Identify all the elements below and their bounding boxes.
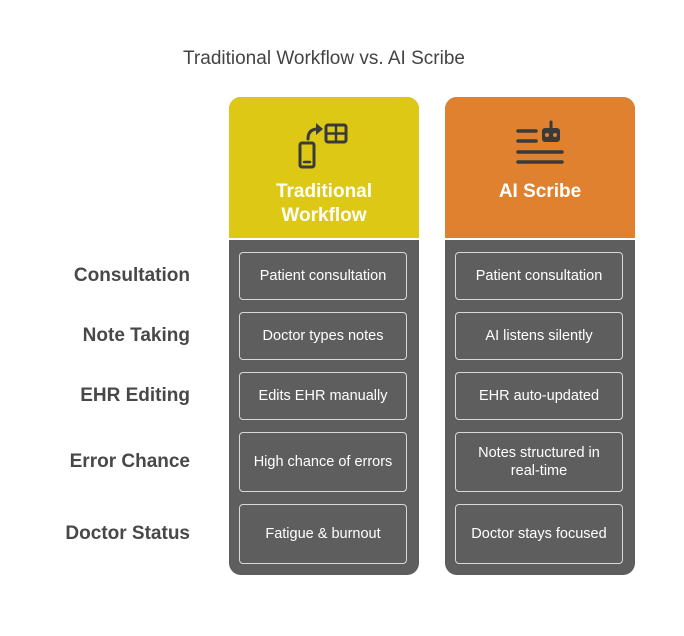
column-traditional-workflow: Traditional Workflow Patient consultatio…: [229, 97, 419, 575]
robot-notes-icon: [516, 120, 564, 164]
cell-traditional-error-chance: High chance of errors: [239, 432, 407, 492]
column-title-traditional-line1: Traditional: [275, 181, 373, 202]
cell-ai-ehr-editing: EHR auto-updated: [455, 372, 623, 420]
cell-ai-error-chance: Notes structured in real-time: [455, 432, 623, 492]
row-label-note-taking: Note Taking: [82, 325, 190, 346]
row-label-error-chance: Error Chance: [69, 451, 190, 472]
row-label-consultation: Consultation: [73, 265, 190, 286]
column-title-ai-scribe: AI Scribe: [498, 181, 582, 202]
diagram-title: Traditional Workflow vs. AI Scribe: [183, 48, 465, 69]
phone-to-table-icon: [298, 123, 348, 169]
cell-traditional-doctor-status: Fatigue & burnout: [239, 504, 407, 564]
column-ai-scribe: AI Scribe Patient consultation AI listen…: [445, 97, 635, 575]
cell-traditional-consultation: Patient consultation: [239, 252, 407, 300]
column-header-ai-scribe: AI Scribe: [445, 97, 635, 240]
row-label-ehr-editing: EHR Editing: [80, 385, 190, 406]
cell-traditional-note-taking: Doctor types notes: [239, 312, 407, 360]
cell-ai-doctor-status: Doctor stays focused: [455, 504, 623, 564]
cell-ai-note-taking: AI listens silently: [455, 312, 623, 360]
cell-ai-consultation: Patient consultation: [455, 252, 623, 300]
column-title-traditional-line2: Workflow: [281, 205, 367, 226]
cell-traditional-ehr-editing: Edits EHR manually: [239, 372, 407, 420]
row-label-doctor-status: Doctor Status: [65, 523, 190, 544]
column-header-traditional: Traditional Workflow: [229, 97, 419, 240]
